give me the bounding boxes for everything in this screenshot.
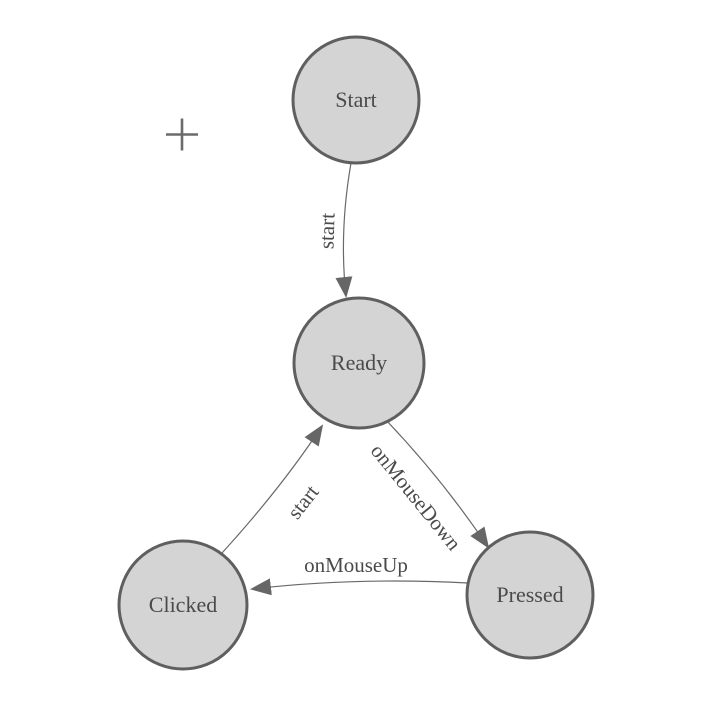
node-start-label: Start xyxy=(335,87,377,112)
node-ready-circle[interactable] xyxy=(292,296,426,430)
edge-label-clicked-to-ready: start xyxy=(282,480,323,523)
edge-ready-to-pressed[interactable]: onMouseDown xyxy=(366,419,490,555)
edge-line-ready-to-pressed[interactable] xyxy=(385,419,490,549)
node-ready-label: Ready xyxy=(331,350,387,375)
edge-line-clicked-to-ready[interactable] xyxy=(221,424,324,554)
edge-label-start-to-ready: start xyxy=(314,212,339,249)
node-start-circle[interactable] xyxy=(291,35,421,165)
plus-icon xyxy=(166,118,198,151)
edge-label-pressed-to-clicked: onMouseUp xyxy=(304,553,408,577)
node-clicked-circle[interactable] xyxy=(117,539,249,671)
edge-clicked-to-ready[interactable]: start xyxy=(221,424,324,554)
edge-line-pressed-to-clicked[interactable] xyxy=(250,578,469,596)
edge-label-ready-to-pressed: onMouseDown xyxy=(366,439,466,555)
edge-line-start-to-ready[interactable] xyxy=(335,162,353,298)
node-ready[interactable]: Ready xyxy=(292,296,426,430)
node-start[interactable]: Start xyxy=(291,35,421,165)
node-clicked[interactable]: Clicked xyxy=(117,539,249,671)
node-pressed[interactable]: Pressed xyxy=(465,530,595,660)
node-pressed-label: Pressed xyxy=(496,582,563,607)
edge-start-to-ready[interactable]: start xyxy=(314,162,353,298)
node-pressed-circle[interactable] xyxy=(465,530,595,660)
node-clicked-label: Clicked xyxy=(149,592,217,617)
edge-pressed-to-clicked[interactable]: onMouseUp xyxy=(250,553,469,596)
